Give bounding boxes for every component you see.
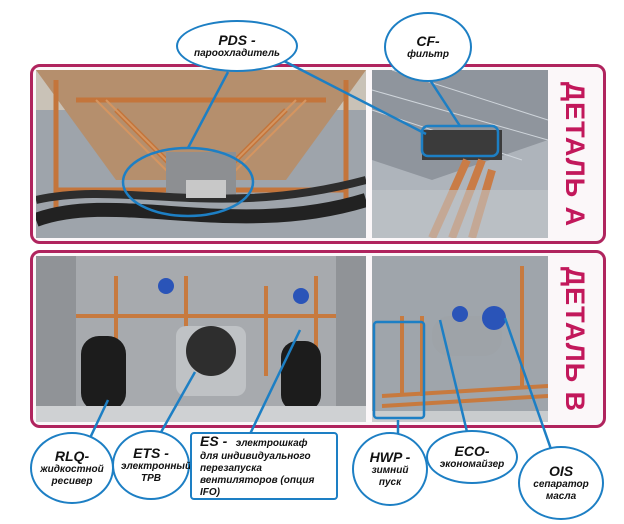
rlq-desc: жидкостной ресивер (40, 464, 104, 487)
hwp-title: HWP - (369, 449, 411, 465)
hwp-desc: зимний пуск (371, 465, 409, 488)
detail-a-photo-right (372, 70, 548, 238)
detail-a-label: ДЕТАЛЬ А (560, 81, 591, 227)
detail-a-photo-left (36, 70, 366, 238)
cf-desc: фильтр (407, 49, 449, 60)
pds-callout: PDS - пароохладитель (176, 20, 298, 72)
ois-desc: сепаратор масла (533, 479, 589, 502)
ois-title: OIS (548, 463, 574, 479)
cf-title: CF- (416, 33, 440, 49)
detail-b-photo-right (372, 256, 548, 422)
ois-callout: OIS сепаратор масла (518, 446, 604, 520)
es-desc: для индивидуального перезапуска вентилят… (200, 451, 315, 498)
rlq-title: RLQ- (54, 448, 90, 464)
hwp-callout: HWP - зимний пуск (352, 432, 428, 506)
es-callout: ES - электрошкаф для индивидуального пер… (190, 432, 338, 500)
eco-title: ECO- (454, 443, 490, 459)
detail-b-label: ДЕТАЛЬ B (560, 266, 591, 412)
rlq-callout: RLQ- жидкостной ресивер (30, 432, 114, 504)
ets-desc: электронный ТРВ (121, 461, 192, 484)
cf-callout: CF- фильтр (384, 12, 472, 82)
eco-callout: ECO- экономайзер (426, 430, 518, 484)
pds-title: PDS - (218, 32, 256, 48)
pds-desc: пароохладитель (194, 48, 280, 59)
es-desc-inline: электрошкаф (235, 438, 308, 449)
es-title: ES - (200, 433, 228, 449)
ets-callout: ETS - электронный ТРВ (112, 430, 192, 500)
detail-b-photo-left (36, 256, 366, 422)
eco-desc: экономайзер (439, 459, 505, 470)
ets-title: ETS - (133, 445, 169, 461)
